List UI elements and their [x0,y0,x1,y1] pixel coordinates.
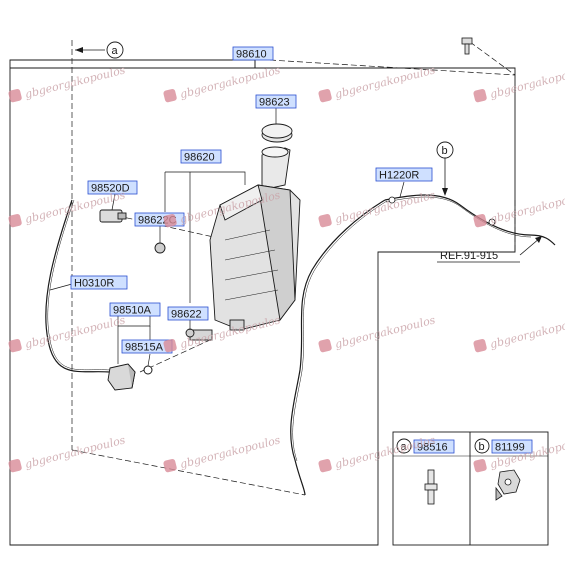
svg-text:gbgeorgakopoulos: gbgeorgakopoulos [489,63,565,101]
callout-a-arrow [75,47,83,53]
label-leaders [49,108,405,367]
svg-text:H0310R: H0310R [74,278,114,290]
svg-text:gbgeorgakopoulos: gbgeorgakopoulos [489,188,565,226]
pump-icon [99,209,127,223]
legend-b: b 81199 [474,438,533,501]
svg-text:98620: 98620 [184,152,215,164]
label-98623: 98623 [255,94,297,109]
label-98520d: 98520D [87,180,138,195]
svg-text:gbgeorgakopoulos: gbgeorgakopoulos [334,188,437,226]
callout-b-letter: b [442,145,448,157]
ref-leader [519,237,541,256]
svg-text:gbgeorgakopoulos: gbgeorgakopoulos [24,313,127,351]
seal-icon [154,242,166,254]
hose-right-shape [290,199,386,496]
cap-icon [261,123,293,143]
svg-text:H1220R: H1220R [379,170,419,182]
legend-panel: a 98516 b 81199 [392,431,549,546]
svg-text:98510A: 98510A [113,305,152,317]
label-h1220r: H1220R [375,167,433,182]
svg-text:gbgeorgakopoulos: gbgeorgakopoulos [334,63,437,101]
label-98620: 98620 [180,149,222,164]
callout-a-circle [106,41,124,59]
hose-left-shape [45,199,111,373]
svg-text:gbgeorgakopoulos: gbgeorgakopoulos [24,63,127,101]
svg-text:gbgeorgakopoulos: gbgeorgakopoulos [24,433,127,471]
connector-icon [424,469,438,505]
nozzle-icon [107,363,136,391]
svg-text:gbgeorgakopoulos: gbgeorgakopoulos [334,313,437,351]
label-98622: 98622 [167,306,209,321]
bolt-icon [461,37,473,55]
frame-outline [9,59,516,546]
label-98622c: 98622C [134,212,185,227]
svg-text:REF.91-915: REF.91-915 [440,250,498,262]
svg-text:98516: 98516 [417,442,448,454]
callout-a-letter: a [112,45,119,57]
svg-text:b: b [479,441,485,453]
label-98610: 98610 [232,46,274,61]
svg-text:98520D: 98520D [91,183,130,195]
svg-text:81199: 81199 [495,442,525,454]
label-h0310r: H0310R [70,275,128,290]
legend-a: a 98516 [396,438,455,505]
svg-text:gbgeorgakopoulos: gbgeorgakopoulos [179,433,282,471]
svg-text:98610: 98610 [236,49,267,61]
clip-icon [495,469,521,501]
washer-icon [143,365,153,375]
svg-text:98515A: 98515A [125,342,164,354]
reservoir-tank-icon [189,146,301,341]
svg-text:98622: 98622 [171,309,202,321]
reference-label: REF.91-915 [437,250,520,263]
svg-text:gbgeorgakopoulos: gbgeorgakopoulos [489,313,565,351]
label-98510a: 98510A [109,302,161,317]
svg-text:a: a [401,441,408,453]
callout-b-arrow [442,188,448,196]
svg-text:98623: 98623 [259,97,290,109]
